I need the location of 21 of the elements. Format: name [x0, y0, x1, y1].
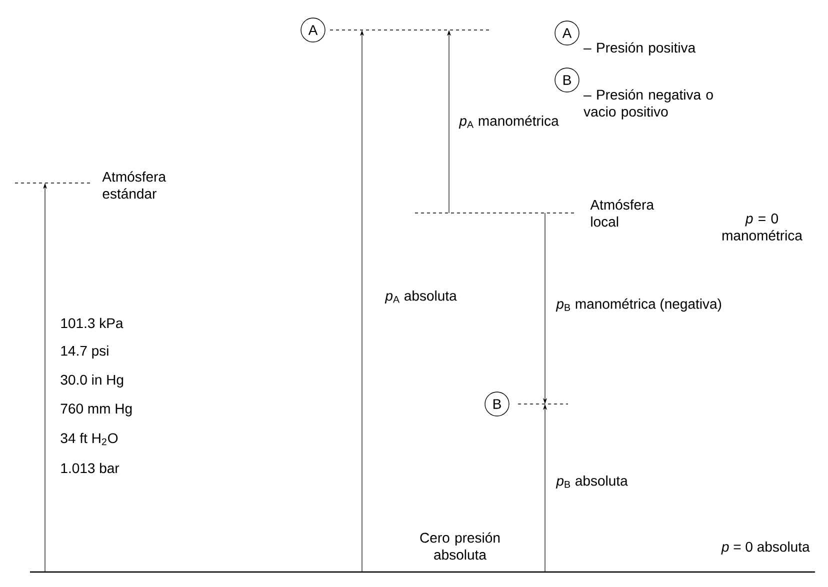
legend-text: – Presión negativa o vacio positivo [584, 89, 713, 120]
label-text: p$_{B}$ absoluta [556, 475, 628, 489]
label-text: 30.0 in Hg [60, 374, 124, 388]
legend-text: – Presión positiva [584, 42, 696, 56]
label-text: p$_{B}$ manométrica (negativa) [556, 298, 722, 312]
label-text: 760 mm Hg [60, 404, 132, 416]
label-text: p$_{A}$ manométrica [458, 115, 559, 129]
label-text: p = 0 absoluta [721, 541, 810, 555]
label-text: p = 0 manométrica [722, 214, 802, 240]
label-text: p$_{A}$ absoluta [384, 290, 457, 304]
label-text: 101.3 kPa [61, 318, 124, 328]
label-text: Atmósfera local [590, 199, 654, 227]
circled-letter: A [554, 20, 580, 46]
label-text: 1.013 bar [61, 462, 120, 474]
circled-letter: B [484, 392, 510, 416]
circled-letter: B [554, 68, 580, 92]
label-text: Cero presión absoluta [420, 532, 500, 560]
label-text: 34 ft H$_{2}$O [60, 432, 118, 446]
label-text: 14.7 psi [61, 345, 108, 359]
circled-letter: A [300, 18, 326, 42]
label-text: Atmósfera estándar [102, 171, 166, 199]
